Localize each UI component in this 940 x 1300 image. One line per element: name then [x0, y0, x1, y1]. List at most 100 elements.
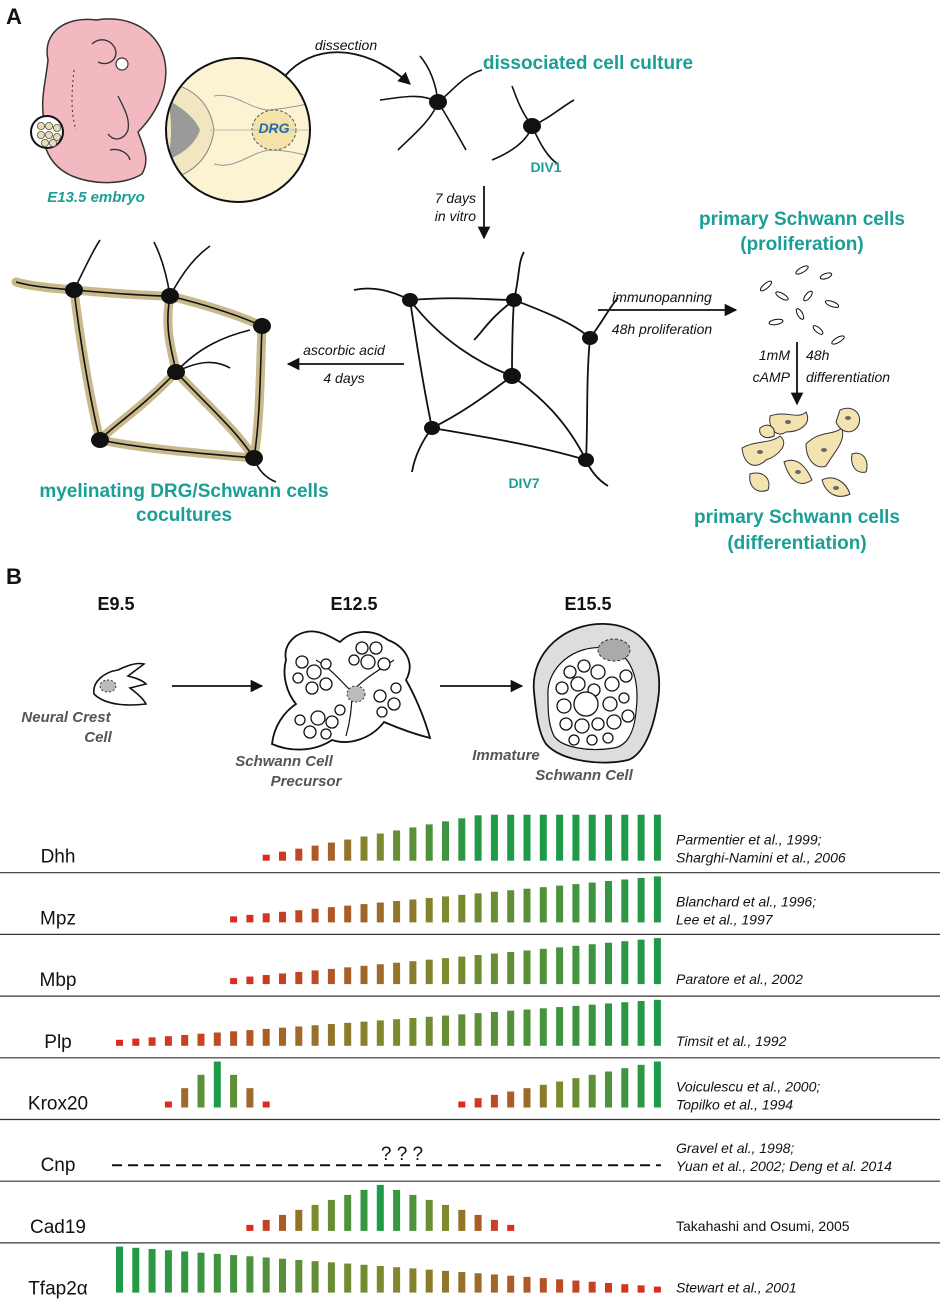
expression-bar	[425, 1016, 433, 1046]
expression-bar	[311, 908, 319, 923]
expression-bar	[442, 821, 449, 861]
expression-bar	[490, 814, 498, 861]
expression-bar	[327, 842, 335, 861]
expression-bar	[344, 905, 352, 923]
expression-bar	[132, 1038, 140, 1046]
expression-bar	[490, 1011, 498, 1046]
expression-bar	[539, 887, 547, 923]
expression-bar	[458, 1014, 466, 1046]
expression-bar	[279, 1214, 286, 1231]
reference-line: Gravel et al., 1998;	[676, 1140, 794, 1156]
expression-bar	[344, 1263, 352, 1293]
expression-bar	[425, 897, 433, 923]
expression-bar	[474, 955, 482, 985]
expression-bar	[409, 1268, 417, 1293]
expression-bar	[262, 1257, 270, 1293]
expression-bar	[213, 1032, 221, 1046]
expression-bar	[279, 1258, 286, 1293]
embryo-illustration	[41, 18, 167, 184]
expression-bar	[230, 916, 238, 923]
stage-e15-5: E15.5	[564, 594, 611, 614]
expression-bar	[409, 899, 417, 923]
precursor-axons	[292, 641, 402, 740]
expression-bar	[458, 818, 466, 861]
expression-bar	[588, 1281, 596, 1293]
expression-bar	[653, 814, 661, 861]
expression-bar	[474, 1214, 482, 1231]
expression-bar	[327, 968, 335, 985]
proliferation-title-1: primary Schwann cells	[699, 209, 905, 230]
coculture-bodies	[65, 282, 271, 466]
expression-bar	[132, 1247, 140, 1293]
expression-bar	[425, 1269, 433, 1293]
expression-bar	[279, 851, 286, 861]
gene-label: Krox20	[28, 1094, 88, 1115]
expression-bar	[197, 1252, 205, 1293]
expression-bar	[572, 814, 580, 861]
gene-label: Mbp	[40, 970, 77, 991]
expression-bar	[474, 893, 482, 923]
expression-bar	[637, 1001, 645, 1046]
expression-bar	[572, 1005, 580, 1046]
expression-bar	[523, 1088, 531, 1108]
expression-bar	[425, 824, 433, 861]
neural-crest-cell	[93, 662, 148, 706]
expression-bar	[442, 1270, 449, 1293]
expression-bar	[523, 814, 531, 861]
expression-bar	[588, 944, 596, 985]
panel-b-label: B	[6, 564, 22, 589]
expression-bar	[409, 827, 417, 861]
drg-inset-small	[30, 115, 64, 149]
expression-bar	[621, 1002, 629, 1046]
myelinating-coculture	[11, 239, 277, 483]
immature-axons	[555, 659, 635, 746]
expression-bar	[262, 975, 270, 985]
days-label-2: in vitro	[435, 208, 476, 224]
expression-bar	[409, 1017, 417, 1046]
expression-bar	[458, 1101, 466, 1108]
expression-bar	[458, 956, 466, 985]
expression-bar	[425, 1199, 433, 1231]
expression-bar	[376, 902, 384, 923]
expression-bar	[653, 876, 661, 923]
expression-bar	[490, 1094, 498, 1108]
expression-bar	[295, 1209, 303, 1231]
expression-bar	[360, 904, 368, 923]
expression-bar	[605, 881, 612, 923]
camp-label-2: cAMP	[753, 369, 791, 385]
reference-line: Lee et al., 1997	[676, 911, 774, 927]
expression-bar	[197, 1033, 205, 1046]
cell2-label-1: Schwann Cell	[235, 753, 333, 770]
expression-bar	[311, 1204, 319, 1231]
expression-bar	[523, 1009, 531, 1046]
expression-bar	[311, 845, 319, 861]
expression-bar	[246, 976, 254, 985]
expression-bar	[539, 1084, 547, 1108]
expression-bar	[621, 879, 629, 923]
expression-bar	[262, 913, 270, 923]
expression-bar	[507, 814, 515, 861]
expression-bar	[360, 836, 368, 861]
expression-bar	[539, 814, 547, 861]
expression-bar	[393, 1019, 401, 1046]
dissection-arrow	[284, 51, 411, 85]
expression-bar	[605, 814, 612, 861]
expression-bar	[181, 1034, 189, 1046]
expression-bar	[246, 1224, 254, 1231]
expression-bar	[148, 1037, 156, 1046]
expression-bar	[637, 939, 645, 985]
gene-label: Cad19	[30, 1217, 86, 1238]
expression-bar	[556, 885, 564, 923]
expression-bar	[556, 1081, 564, 1108]
expression-bar	[490, 1219, 498, 1231]
stage-e12-5: E12.5	[330, 594, 377, 614]
expression-bar	[279, 973, 286, 985]
embryo-label: E13.5 embryo	[47, 189, 145, 206]
ascorbic-label-1: ascorbic acid	[303, 342, 386, 358]
expression-bar	[148, 1249, 156, 1293]
cell3-label-2: Schwann Cell	[535, 767, 633, 784]
expression-bar	[262, 854, 270, 861]
expression-bar	[181, 1088, 189, 1108]
